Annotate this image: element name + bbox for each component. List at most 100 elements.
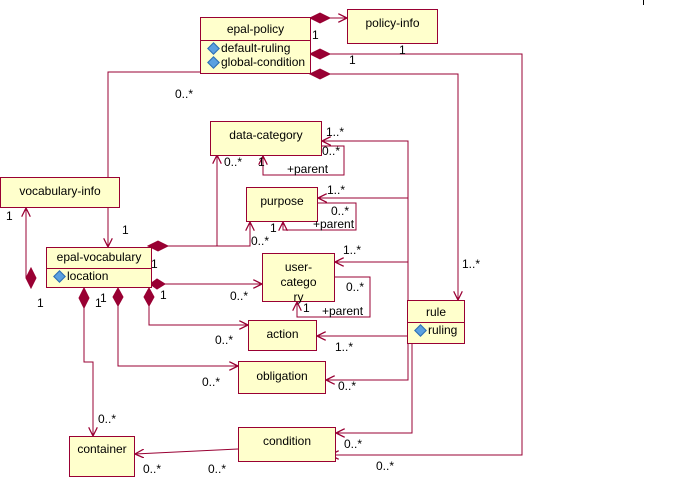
class-condition[interactable]: condition bbox=[238, 427, 336, 462]
multiplicity-label: 0..* bbox=[322, 144, 341, 158]
class-name: rule bbox=[425, 305, 446, 319]
multiplicity-label: 0..* bbox=[230, 289, 249, 303]
attribute-row: default-ruling bbox=[201, 41, 310, 55]
role-label: +parent bbox=[322, 304, 364, 318]
attribute-name: location bbox=[67, 269, 109, 283]
class-container[interactable]: container bbox=[69, 436, 135, 477]
attribute-name: ruling bbox=[428, 323, 458, 337]
class-name: policy-info bbox=[365, 16, 420, 30]
diamond-attribute-icon bbox=[207, 55, 220, 69]
class-data-category[interactable]: data-category bbox=[210, 121, 322, 156]
assoc-rule-obligation bbox=[326, 344, 409, 380]
multiplicity-label: 1 bbox=[303, 301, 310, 315]
assoc-condition-container bbox=[135, 448, 239, 454]
multiplicity-label: 1 bbox=[349, 53, 356, 67]
class-name: action bbox=[266, 327, 299, 341]
role-label: +parent bbox=[287, 162, 329, 176]
multiplicity-label: 0..* bbox=[346, 280, 365, 294]
class-rule[interactable]: rule ruling bbox=[407, 300, 465, 344]
class-name: user-catego ry bbox=[263, 254, 334, 305]
filled-diamond-icon bbox=[308, 68, 332, 80]
attribute-row: global-condition bbox=[201, 55, 310, 69]
class-policy-info[interactable]: policy-info bbox=[347, 9, 438, 44]
assoc-vocabulary-datacategory bbox=[168, 155, 217, 247]
attribute-name: default-ruling bbox=[221, 41, 291, 55]
assoc-rule-datacategory bbox=[322, 141, 409, 301]
attribute-compartment: default-ruling global-condition bbox=[201, 40, 310, 69]
attribute-row: location bbox=[47, 269, 151, 283]
multiplicity-label: 0..* bbox=[344, 437, 363, 451]
multiplicity-label: 0..* bbox=[143, 462, 162, 476]
multiplicity-label: 0..* bbox=[331, 204, 350, 218]
class-name-line: ry bbox=[293, 290, 304, 304]
class-purpose[interactable]: purpose bbox=[246, 187, 318, 222]
class-name-line: user-catego bbox=[280, 260, 317, 289]
class-name: epal-vocabulary bbox=[56, 250, 142, 264]
multiplicity-label: 1..* bbox=[343, 243, 362, 257]
filled-diamond-icon bbox=[112, 286, 124, 308]
filled-diamond-icon bbox=[25, 266, 37, 290]
assoc-vocabulary-action bbox=[148, 306, 248, 325]
multiplicity-label: 1 bbox=[151, 257, 158, 271]
class-name: epal-policy bbox=[226, 22, 285, 36]
diamond-attribute-icon bbox=[414, 323, 427, 337]
multiplicity-label: 1 bbox=[37, 296, 44, 310]
attribute-compartment: location bbox=[47, 268, 151, 283]
multiplicity-label: 0..* bbox=[376, 459, 395, 473]
attribute-compartment: ruling bbox=[408, 322, 464, 337]
multiplicity-label: 1 bbox=[122, 223, 129, 237]
multiplicity-label: 0..* bbox=[175, 87, 194, 101]
multiplicity-label: 1..* bbox=[326, 125, 345, 139]
multiplicity-label: 0..* bbox=[208, 462, 227, 476]
filled-diamond-icon bbox=[308, 12, 332, 24]
class-name: container bbox=[77, 442, 127, 456]
diamond-attribute-icon bbox=[207, 41, 220, 55]
multiplicity-label: 1 bbox=[160, 288, 167, 302]
attribute-row: ruling bbox=[408, 323, 464, 337]
filled-diamond-icon bbox=[78, 286, 90, 310]
class-action[interactable]: action bbox=[248, 320, 317, 351]
class-user-category[interactable]: user-catego ry bbox=[262, 253, 335, 305]
multiplicity-label: 1..* bbox=[327, 183, 346, 197]
filled-diamond-icon bbox=[308, 48, 332, 60]
multiplicity-label: 1 bbox=[95, 296, 102, 310]
assoc-datacategory-parent bbox=[263, 145, 345, 176]
class-name: obligation bbox=[256, 369, 308, 383]
class-name: purpose bbox=[260, 194, 304, 208]
filled-diamond-icon bbox=[146, 240, 170, 252]
multiplicity-label: 0..* bbox=[98, 412, 117, 426]
multiplicity-label: 1 bbox=[258, 155, 265, 169]
multiplicity-label: 1 bbox=[399, 43, 406, 57]
filled-diamond-icon bbox=[143, 286, 155, 308]
class-vocabulary-info[interactable]: vocabulary-info bbox=[0, 177, 120, 208]
assoc-policy-rule bbox=[330, 73, 458, 300]
diamond-attribute-icon bbox=[53, 269, 66, 283]
class-epal-vocabulary[interactable]: epal-vocabulary location bbox=[46, 247, 152, 288]
multiplicity-label: 0..* bbox=[338, 379, 357, 393]
class-name: data-category bbox=[229, 128, 303, 142]
assoc-usercategory-parent bbox=[297, 276, 371, 318]
multiplicity-label: 0..* bbox=[202, 375, 221, 389]
multiplicity-label: 1..* bbox=[462, 257, 481, 271]
assoc-vocabulary-purpose bbox=[168, 222, 250, 247]
multiplicity-label: 1..* bbox=[335, 340, 354, 354]
assoc-policy-condition bbox=[330, 53, 523, 455]
class-name: vocabulary-info bbox=[19, 184, 101, 198]
multiplicity-label: 1 bbox=[270, 221, 277, 235]
edge-tick-mark bbox=[643, 0, 644, 5]
class-epal-policy[interactable]: epal-policy default-ruling global-condit… bbox=[200, 17, 311, 74]
assoc-rule-condition bbox=[336, 344, 413, 433]
class-obligation[interactable]: obligation bbox=[238, 361, 326, 394]
multiplicity-label: 1 bbox=[100, 291, 107, 305]
class-name: condition bbox=[262, 434, 312, 448]
assoc-vocabulary-container bbox=[83, 308, 93, 436]
multiplicity-label: 0..* bbox=[251, 234, 270, 248]
filled-diamond-icon bbox=[149, 278, 166, 290]
multiplicity-label: 1 bbox=[6, 209, 13, 223]
multiplicity-label: 1 bbox=[312, 28, 319, 42]
role-label: +parent bbox=[313, 217, 355, 231]
assoc-purpose-parent bbox=[283, 202, 357, 230]
multiplicity-label: 0..* bbox=[224, 155, 243, 169]
assoc-vocabulary-obligation bbox=[117, 306, 238, 366]
